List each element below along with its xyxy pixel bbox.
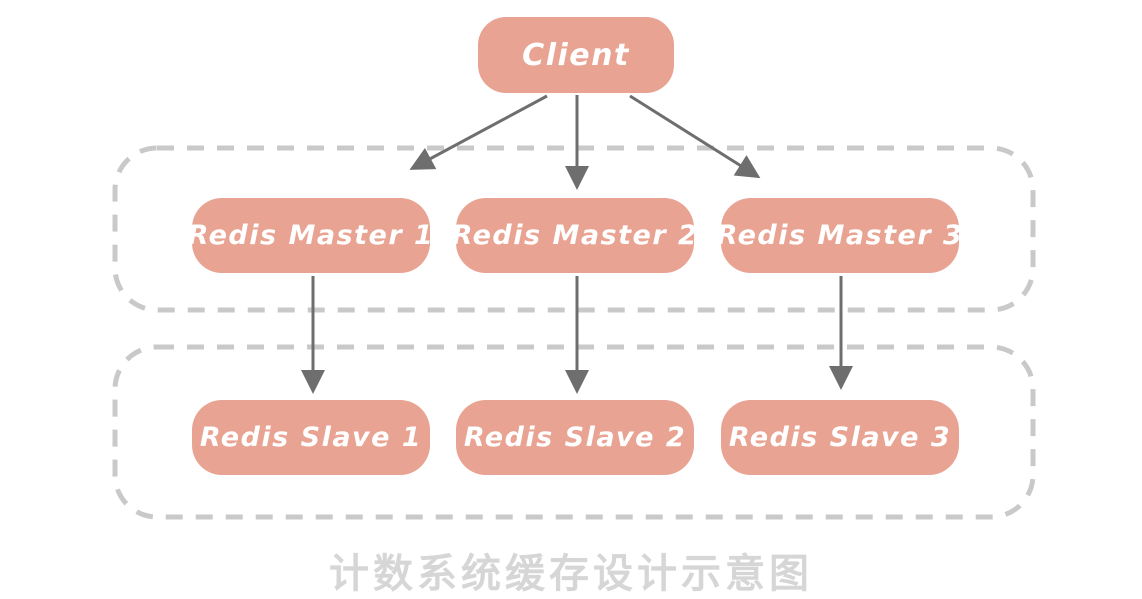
node-redis-slave-2: Redis Slave 2 — [456, 400, 694, 475]
node-redis-slave-3: Redis Slave 3 — [721, 400, 959, 475]
arrow-client-to-master-3 — [629, 94, 761, 179]
node-redis-slave-1-label: Redis Slave 1 — [199, 422, 423, 453]
node-redis-master-1-label: Redis Master 1 — [187, 220, 435, 251]
node-redis-slave-2-label: Redis Slave 2 — [463, 422, 687, 453]
node-redis-master-2-label: Redis Master 2 — [451, 220, 699, 251]
node-redis-master-3: Redis Master 3 — [717, 198, 962, 273]
node-client-label: Client — [522, 37, 630, 73]
node-redis-master-3-label: Redis Master 3 — [716, 220, 964, 251]
node-redis-master-2: Redis Master 2 — [452, 198, 697, 273]
node-redis-slave-1: Redis Slave 1 — [192, 400, 430, 475]
node-redis-master-1: Redis Master 1 — [188, 198, 433, 273]
slaves-cluster-border — [112, 344, 1036, 520]
node-client: Client — [478, 17, 674, 93]
diagram-caption: 计数系统缓存设计示意图 — [329, 551, 813, 597]
arrow-client-to-master-1 — [409, 94, 548, 170]
masters-cluster-border — [112, 145, 1036, 313]
node-redis-slave-3-label: Redis Slave 3 — [728, 422, 952, 453]
